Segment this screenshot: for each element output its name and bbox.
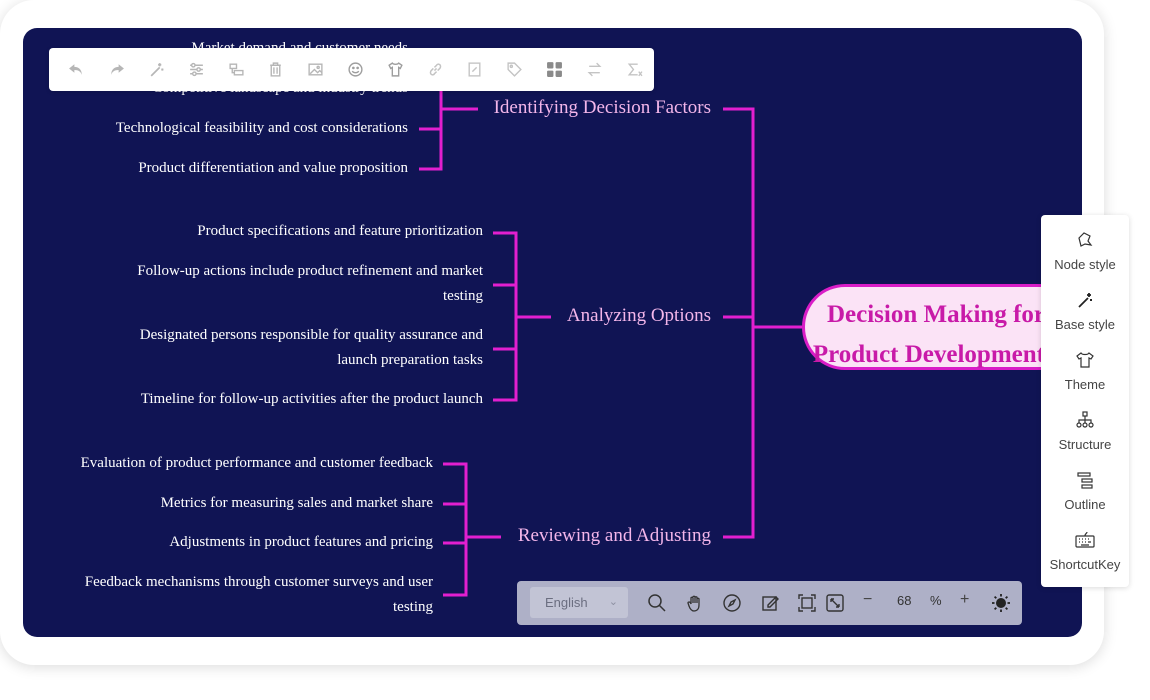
side-item-label: ShortcutKey (1049, 557, 1121, 572)
node-designated-persons[interactable]: Designated persons responsible for quali… (139, 327, 483, 368)
side-item-label: Structure (1058, 437, 1112, 452)
grid-icon[interactable] (535, 48, 575, 91)
side-item-shortcut-key[interactable]: ShortcutKey (1041, 521, 1129, 581)
side-item-base-style[interactable]: Base style (1041, 281, 1129, 341)
node-timeline[interactable]: Timeline for follow-up activities after … (140, 391, 483, 407)
root-node[interactable]: Decision Making for Product Development (802, 284, 1082, 370)
zoom-out-button[interactable]: − (863, 591, 873, 608)
sliders-icon[interactable] (176, 48, 216, 91)
shirt-icon[interactable] (375, 48, 415, 91)
root-node-label: Decision Making for Product Development (812, 301, 1045, 368)
side-item-outline[interactable]: Outline (1041, 461, 1129, 521)
fit-screen-icon[interactable] (797, 593, 817, 613)
structure-icon (1076, 411, 1094, 428)
redo-icon[interactable] (97, 48, 137, 91)
node-product-specs[interactable]: Product specifications and feature prior… (197, 223, 483, 239)
keyboard-icon (1075, 531, 1095, 548)
magic-wand-icon[interactable] (137, 48, 177, 91)
chevron-down-icon: ⌄ (608, 596, 618, 608)
connector-2 (493, 231, 518, 402)
side-panel: Node style Base style Theme Structure Ou… (1041, 215, 1129, 587)
outline-icon (1077, 472, 1093, 489)
top-toolbar (49, 48, 654, 91)
node-follow-up-actions[interactable]: Follow-up actions include product refine… (137, 263, 483, 304)
mindmap-canvas[interactable]: Market demand and customer needs Competi… (23, 28, 1082, 637)
node-evaluation[interactable]: Evaluation of product performance and cu… (80, 455, 433, 471)
language-value: English (545, 595, 588, 610)
node-metrics[interactable]: Metrics for measuring sales and market s… (160, 495, 433, 511)
side-item-label: Base style (1055, 317, 1115, 332)
side-item-node-style[interactable]: Node style (1041, 221, 1129, 281)
branch-reviewing-adjusting[interactable]: Reviewing and Adjusting (517, 525, 711, 546)
node-icon[interactable] (216, 48, 256, 91)
side-item-structure[interactable]: Structure (1041, 401, 1129, 461)
search-icon[interactable] (647, 593, 667, 613)
side-item-theme[interactable]: Theme (1041, 341, 1129, 401)
node-feedback-mechanisms[interactable]: Feedback mechanisms through customer sur… (84, 574, 433, 615)
sigma-icon[interactable] (614, 48, 654, 91)
side-item-label: Outline (1064, 497, 1106, 512)
connector-3 (443, 462, 468, 597)
compass-icon[interactable] (722, 593, 742, 613)
language-select[interactable]: English ⌄ (530, 587, 628, 618)
link-icon[interactable] (415, 48, 455, 91)
zoom-level: 68 (897, 593, 912, 608)
node-tech-feasibility[interactable]: Technological feasibility and cost consi… (115, 120, 408, 136)
sun-icon[interactable] (991, 593, 1011, 613)
zoom-in-button[interactable]: + (960, 591, 970, 608)
branch-identifying-factors[interactable]: Identifying Decision Factors (493, 97, 711, 118)
zoom-unit: % (930, 593, 942, 608)
fullscreen-icon[interactable] (825, 593, 845, 613)
hand-icon[interactable] (685, 593, 705, 613)
undo-icon[interactable] (57, 48, 97, 91)
node-style-icon (1078, 232, 1093, 247)
swap-icon[interactable] (574, 48, 614, 91)
connector-lines (419, 87, 802, 597)
side-item-label: Node style (1054, 257, 1116, 272)
trash-icon[interactable] (256, 48, 296, 91)
node-adjustments[interactable]: Adjustments in product features and pric… (169, 534, 433, 550)
note-icon[interactable] (455, 48, 495, 91)
tag-icon[interactable] (495, 48, 535, 91)
image-icon[interactable] (296, 48, 336, 91)
edit-icon[interactable] (760, 593, 780, 613)
connector-root (723, 107, 755, 539)
side-item-label: Theme (1064, 377, 1106, 392)
emoji-icon[interactable] (336, 48, 376, 91)
base-style-icon (1078, 293, 1092, 308)
bottom-toolbar: English ⌄ − 68 % + (517, 581, 1022, 625)
node-product-differentiation[interactable]: Product differentiation and value propos… (138, 160, 408, 176)
branch-analyzing-options[interactable]: Analyzing Options (566, 305, 711, 326)
theme-icon (1076, 352, 1094, 368)
